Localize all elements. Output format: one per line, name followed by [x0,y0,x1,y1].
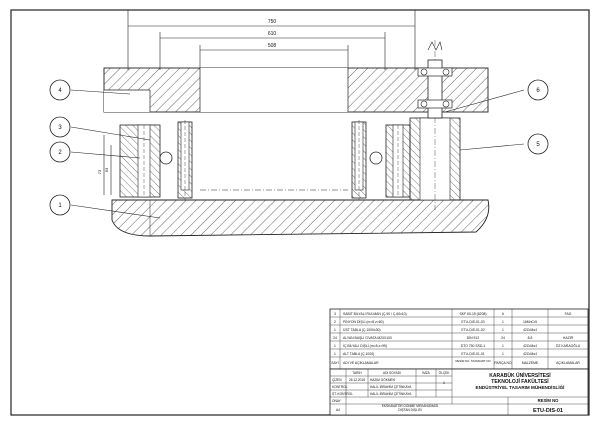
balloon-3: 3 [49,116,71,138]
title-block: TARİH ADI SOYADI İMZA ÖLÇEK ÇİZEN 26.12.… [329,368,589,416]
tb-name: HALİL İBRAHİM ÇETİNKAYA [370,391,412,396]
tb-role: ST. KONTROL [332,392,353,396]
parts-row-qty: 1 [502,344,504,348]
tb-col-sign: İMZA [422,370,430,375]
tb-date: 26.12.2018 [349,378,365,382]
parts-row-mat: 42CrMo4 [523,328,537,332]
right-ring-section [351,120,411,200]
parts-row-std: ETU-DIS-01-03 [461,320,484,324]
parts-row-qty: 1 [502,352,504,356]
svg-text:1: 1 [58,203,62,209]
tb-col-scale: ÖLÇEK [439,371,451,375]
parts-row-no: 24 [333,336,337,340]
tb-resim-no-label: RESİM NO [538,398,559,403]
parts-row-qty: 24 [501,336,505,340]
dimension-508: 508 [268,43,277,49]
upper-plate [103,67,489,113]
parts-row-mat: 16MnCr5 [523,320,537,324]
parts-row-note: FAG [565,312,572,316]
tb-name: HALİL İBRAHİM ÇETİNKAYA [370,384,412,389]
svg-text:3: 3 [58,125,62,131]
parts-list: 3 SABİT BİLYALI RULMAN (Ç.90 / Ç.60x10) … [329,308,589,370]
parts-header-qty: PARÇA NO [494,361,512,365]
tb-scale-value: 1 [443,380,446,385]
left-ring-section [119,120,193,200]
parts-row-name: ALYAN BAŞLI CIVATA M20X100 [343,336,392,340]
balloon-2: 2 [49,141,71,163]
pinion-assembly [409,40,461,210]
svg-text:4: 4 [58,88,62,94]
tb-department: ENDÜSTRİYEL TASARIM MÜHENDİSLİĞİ [476,383,565,390]
lower-body [111,199,490,237]
parts-row-name: PİNYON DİŞLİ (m=8 z=60) [343,319,384,324]
parts-row-qty: 1 [502,328,504,332]
balloon-6: 6 [527,79,549,101]
parts-row-qty: 6 [502,312,504,316]
tb-drawing-number: ETU-DIS-01 [533,408,563,414]
parts-header-name: ADI VE AÇIKLAMALAR [343,361,379,365]
parts-row-qty: 1 [502,320,504,324]
parts-header-note: AÇIKLAMALAR [556,361,580,365]
parts-row-mat: 42CrMo4 [523,352,537,356]
parts-header-std: RESİM NO. STANDART NO [455,358,491,363]
parts-row-name: ÜST TABLA (Ç.1000x30) [343,328,381,332]
parts-row-std: DIN 912 [467,336,480,340]
tb-col-name: ADI SOYADI [383,371,401,375]
svg-text:6: 6 [536,88,540,94]
tb-drawing-title-2: DİŞTAN DİŞLİSİ [398,407,421,412]
parts-row-name: SABİT BİLYALI RULMAN (Ç.90 / Ç.60x10) [343,311,407,316]
tb-name: HAZIM GÖKMEN [370,378,396,382]
parts-row-no: 3 [334,312,336,316]
parts-row-name: ALT TABLA (Ç.1000) [343,352,374,356]
dimension-group [103,10,416,195]
tb-role: KONTROL [332,385,348,389]
leader-lines [70,89,525,219]
tb-faculty: TEKNOLOJİ FAKÜLTESİ [491,378,549,385]
parts-row-name: İÇ BİLYALI DİŞLİ (m=8 z=95) [343,343,387,348]
tb-sheet-size: A4 [336,408,340,412]
parts-row-note: HAZIR [563,336,574,340]
dimension-63: 63 [104,167,109,172]
tb-role: ÇİZEN [332,377,342,382]
parts-header-mat: MALZEME [522,361,539,365]
dimension-750: 750 [268,19,277,25]
sheet-frame [10,9,590,416]
dimension-610: 610 [268,31,277,37]
svg-text:2: 2 [58,150,62,156]
parts-header-no: SAYI [331,361,339,365]
parts-row-note: ÖZ KARAOĞLU [556,343,581,348]
svg-text:5: 5 [536,142,540,148]
parts-row-no: 1 [334,344,336,348]
balloon-5: 5 [527,133,549,155]
dimension-73: 73 [97,169,102,174]
parts-row-mat: 8.8 [528,336,533,340]
tb-university: KARABÜK ÜNİVERSİTESİ [489,372,551,379]
parts-row-std: DTO 750 SSD-1 [461,344,486,348]
parts-row-no: 2 [334,320,336,324]
parts-row-std: ETU-DIS-01-02 [461,328,484,332]
parts-row-no: 1 [334,328,336,332]
tb-role: ONAY [332,399,342,403]
tb-drawing-title-1: EKSKAVATÖR DÖNME MEKANİZMASI [382,403,439,408]
parts-row-std: SKF 60-15 (6208) [460,312,487,316]
balloon-4: 4 [49,79,71,101]
parts-row-mat: 42CrMo4 [523,344,537,348]
tb-col-date: TARİH [352,370,362,375]
parts-row-no: 1 [334,352,336,356]
balloon-1: 1 [49,194,71,216]
parts-row-std: ETU-DIS-01-01 [461,352,484,356]
